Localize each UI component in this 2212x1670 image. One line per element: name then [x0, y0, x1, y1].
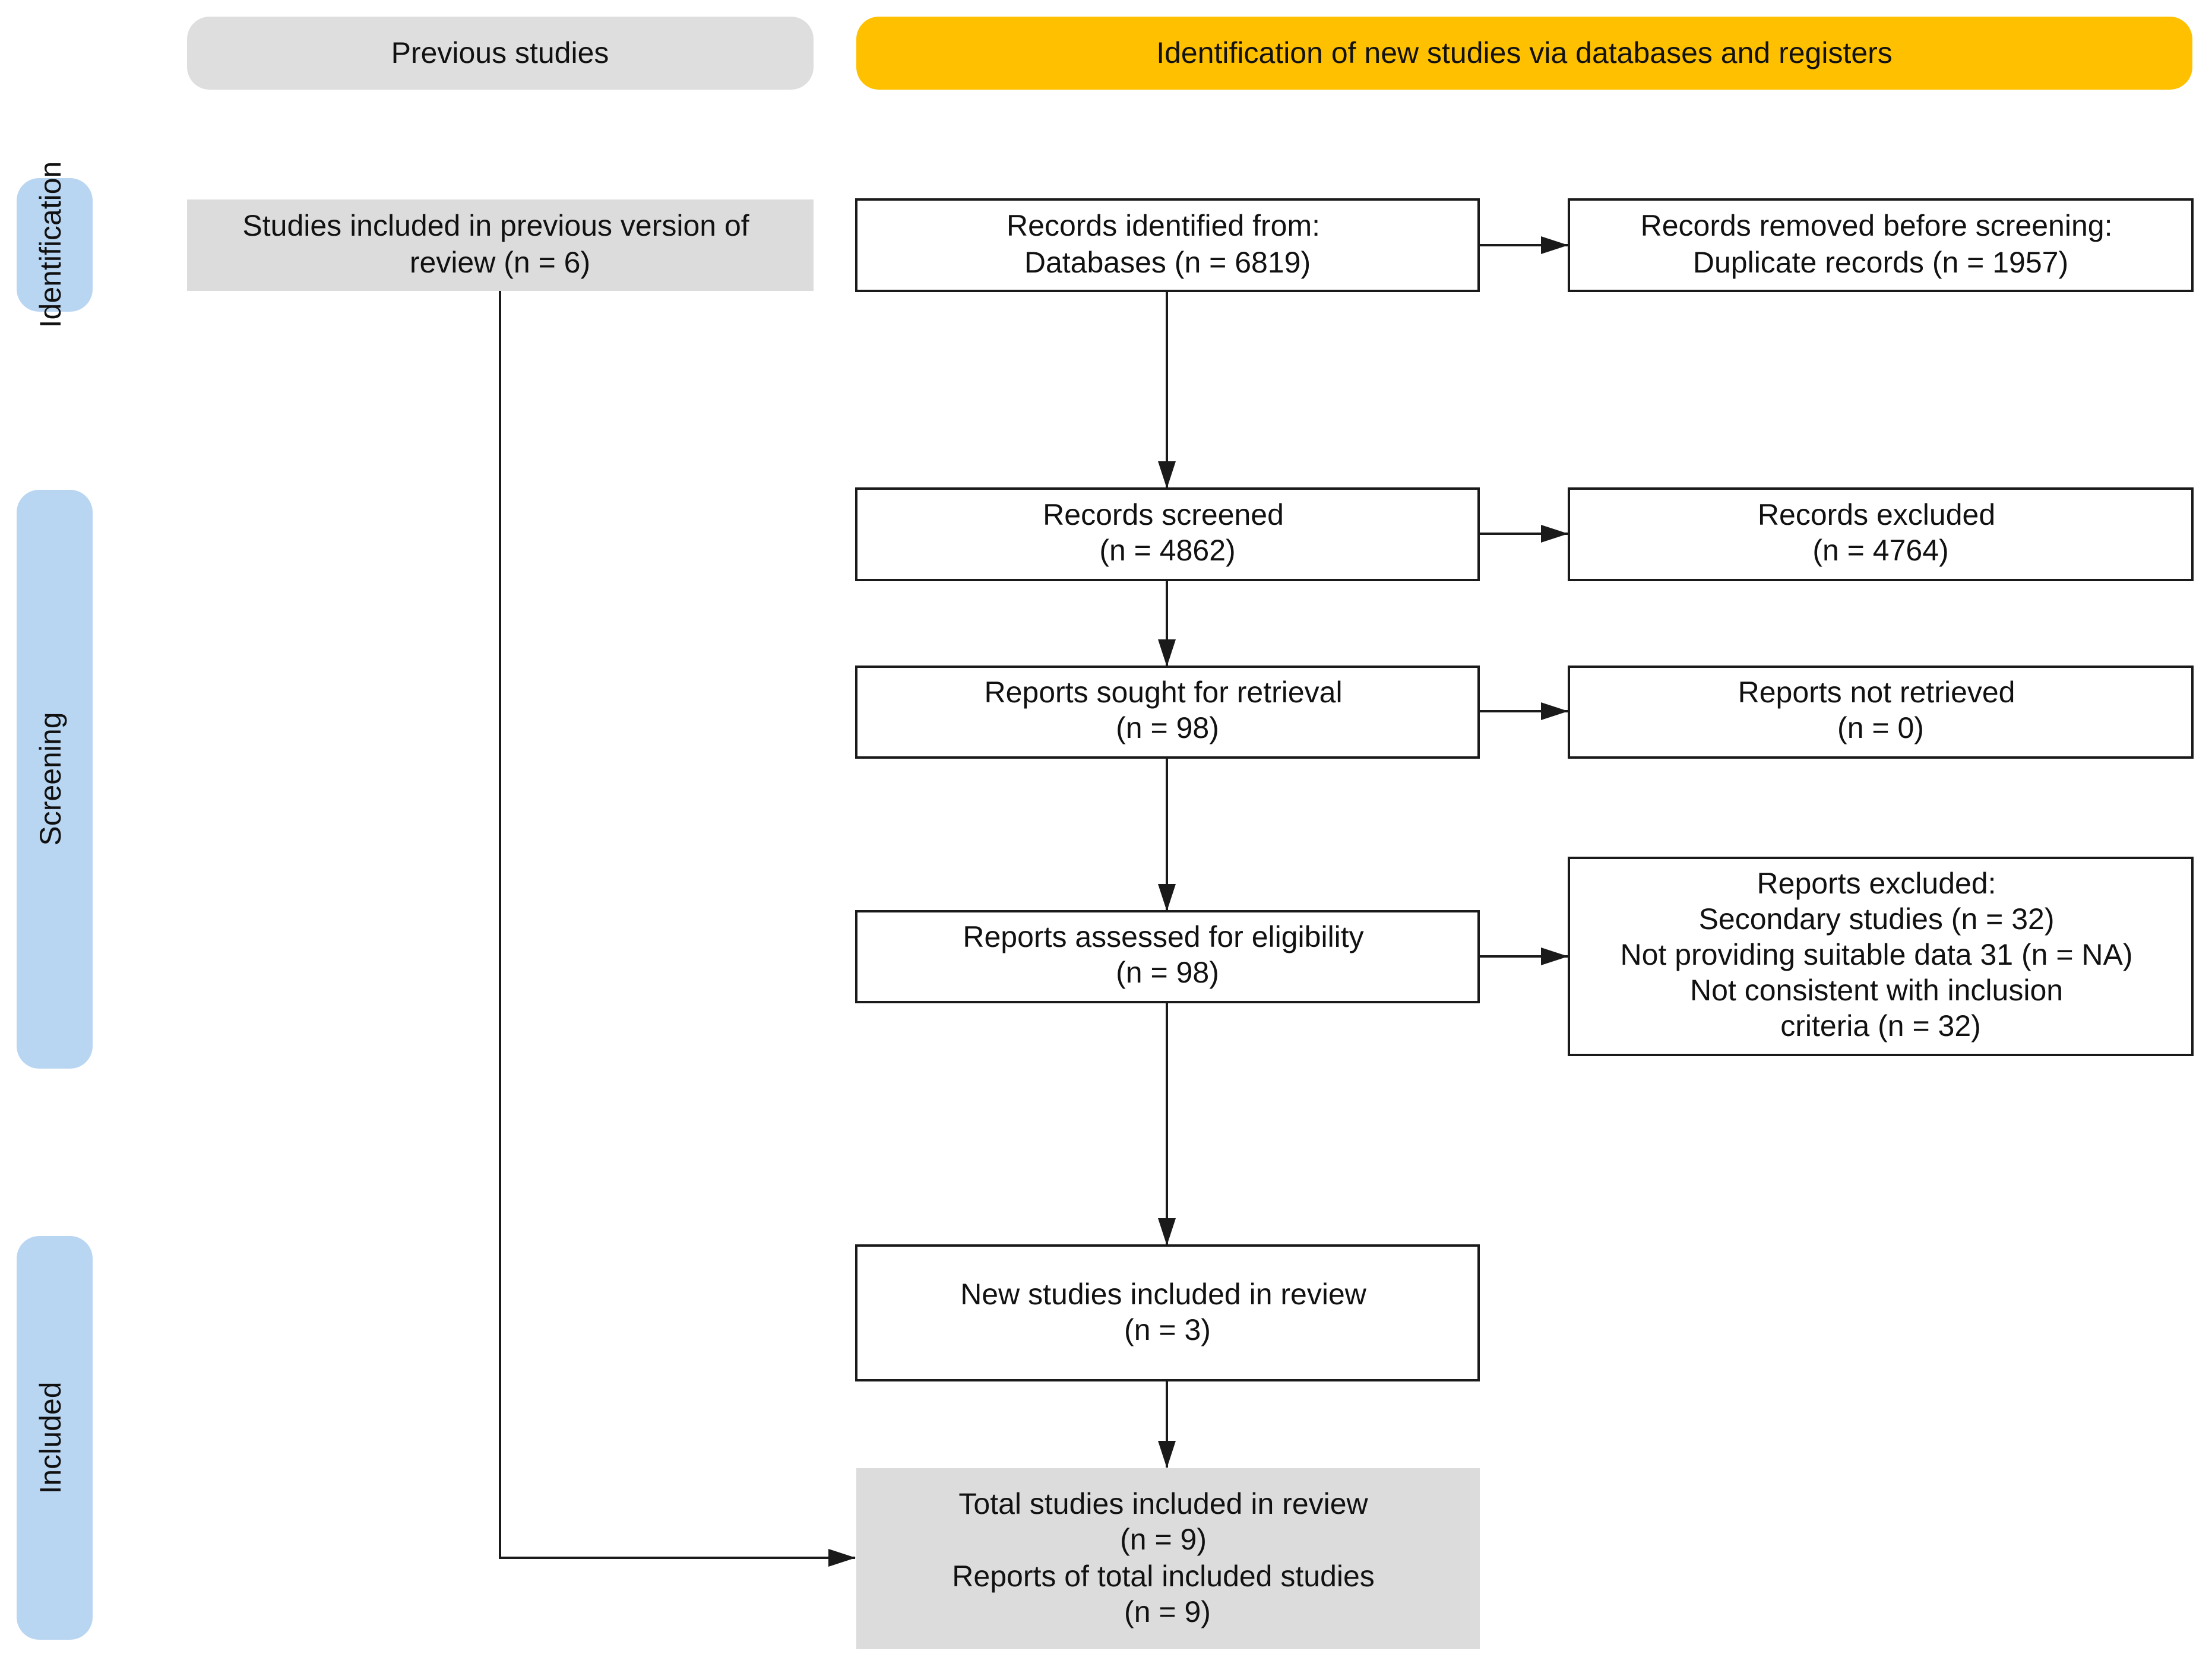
box-previous-included-text: Studies included in previous version of … — [242, 209, 757, 279]
phase-included: Included — [17, 1236, 93, 1640]
box-total-included: Total studies included in review (n = 9)… — [856, 1468, 1480, 1649]
box-records-identified: Records identified from: Databases (n = … — [855, 198, 1480, 292]
box-records-identified-text: Records identified from: Databases (n = … — [1007, 209, 1328, 279]
box-records-excluded-text: Records excluded (n = 4764) — [1758, 498, 2004, 567]
box-reports-sought-text: Reports sought for retrieval (n = 98) — [985, 676, 1351, 744]
box-reports-assessed-text: Reports assessed for eligibility (n = 98… — [963, 920, 1372, 989]
box-reports-not-retrieved-text: Reports not retrieved (n = 0) — [1738, 676, 2024, 744]
phase-identification-label: Identification — [34, 161, 67, 328]
phase-screening: Screening — [17, 490, 93, 1069]
box-records-removed-text: Records removed before screening: Duplic… — [1641, 209, 2121, 279]
box-total-included-text: Total studies included in review (n = 9)… — [952, 1487, 1382, 1628]
phase-identification: Identification — [17, 161, 93, 328]
header-previous-studies: Previous studies — [187, 17, 814, 90]
header-new-studies: Identification of new studies via databa… — [856, 17, 2192, 90]
box-records-screened-text: Records screened (n = 4862) — [1043, 498, 1292, 567]
box-records-removed: Records removed before screening: Duplic… — [1568, 198, 2194, 292]
header-new-studies-label: Identification of new studies via databa… — [1156, 36, 1893, 69]
box-new-included: New studies included in review (n = 3) — [855, 1244, 1480, 1381]
arrow-previous-to-total — [499, 291, 856, 1567]
box-reports-excluded: Reports excluded: Secondary studies (n =… — [1568, 857, 2194, 1056]
header-previous-studies-label: Previous studies — [391, 36, 609, 69]
box-reports-sought: Reports sought for retrieval (n = 98) — [855, 666, 1480, 759]
box-reports-assessed: Reports assessed for eligibility (n = 98… — [855, 910, 1480, 1003]
box-new-included-text: New studies included in review (n = 3) — [960, 1278, 1375, 1346]
connectors — [499, 236, 1568, 1567]
box-previous-included: Studies included in previous version of … — [187, 199, 814, 291]
phase-screening-label: Screening — [34, 712, 67, 845]
phase-included-label: Included — [34, 1381, 67, 1494]
box-records-excluded: Records excluded (n = 4764) — [1568, 487, 2194, 581]
box-reports-excluded-text: Reports excluded: Secondary studies (n =… — [1621, 867, 2141, 1042]
box-records-screened: Records screened (n = 4862) — [855, 487, 1480, 581]
box-reports-not-retrieved: Reports not retrieved (n = 0) — [1568, 666, 2194, 759]
